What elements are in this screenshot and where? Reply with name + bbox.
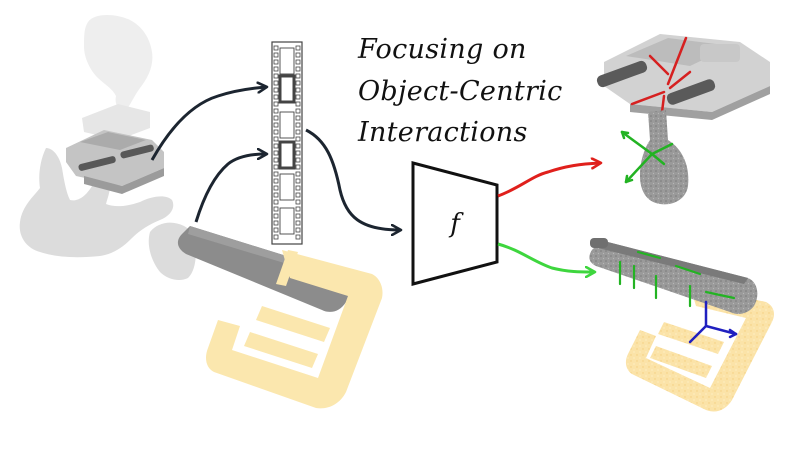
film-frame: [279, 173, 295, 201]
right-rack: [625, 286, 774, 412]
film-sprocket: [273, 164, 279, 170]
film-sprocket: [295, 52, 301, 58]
film-sprocket: [273, 234, 279, 240]
ghost-hand-upper: [84, 15, 153, 111]
film-sprocket: [295, 59, 301, 65]
left-rack: [206, 250, 383, 409]
film-sprocket: [273, 66, 279, 72]
film-sprocket: [273, 101, 279, 107]
right-bottle: [640, 110, 689, 205]
film-sprocket: [273, 185, 279, 191]
title-line-3: Interactions: [358, 117, 528, 148]
right-tool: [589, 238, 758, 314]
film-sprocket: [295, 185, 301, 191]
film-sprocket: [295, 80, 301, 86]
film-sprocket: [273, 143, 279, 149]
arrow-tool-to-film: [194, 154, 266, 223]
arrow-red-output: [497, 163, 600, 198]
film-sprocket: [273, 108, 279, 114]
arrow-green-output: [497, 242, 594, 272]
film-sprocket: [273, 227, 279, 233]
film-sprocket: [273, 122, 279, 128]
film-sprocket: [273, 87, 279, 93]
film-sprocket: [295, 143, 301, 149]
blue-axes-icon: [688, 300, 738, 344]
film-sprocket: [273, 171, 279, 177]
film-sprocket: [273, 157, 279, 163]
film-sprocket: [273, 94, 279, 100]
film-sprocket: [295, 178, 301, 184]
film-sprocket: [295, 101, 301, 107]
film-sprocket: [273, 59, 279, 65]
film-frame-highlighted: [278, 74, 296, 104]
left-scene: [19, 15, 383, 409]
film-sprocket: [273, 129, 279, 135]
left-hand: [19, 148, 174, 258]
film-strip: [271, 41, 303, 245]
title-line-1: Focusing on: [358, 34, 527, 65]
film-frame-highlighted: [278, 140, 296, 170]
film-sprocket: [273, 192, 279, 198]
film-sprocket: [295, 115, 301, 121]
film-sprocket: [295, 192, 301, 198]
function-block: f: [411, 161, 499, 286]
left-tool: [177, 226, 349, 312]
film-sprocket: [295, 73, 301, 79]
film-sprocket: [295, 234, 301, 240]
ghost-device: [82, 104, 150, 140]
film-frame: [279, 207, 295, 235]
right-top-scene: [596, 34, 770, 205]
function-trapezoid: [411, 161, 499, 286]
film-sprocket: [273, 80, 279, 86]
film-sprocket: [273, 52, 279, 58]
green-axes-icon: [620, 130, 674, 184]
film-sprocket: [295, 66, 301, 72]
film-sprocket: [273, 199, 279, 205]
title-line-2: Object-Centric: [358, 76, 563, 107]
film-sprocket: [273, 136, 279, 142]
film-sprocket: [295, 45, 301, 51]
film-sprocket: [273, 73, 279, 79]
film-sprocket: [295, 220, 301, 226]
green-axes-tool-icon: [618, 250, 736, 308]
film-sprocket: [295, 122, 301, 128]
film-frame: [279, 111, 295, 139]
film-sprocket: [295, 227, 301, 233]
film-sprocket: [295, 129, 301, 135]
film-sprocket: [295, 164, 301, 170]
film-sprocket: [295, 87, 301, 93]
film-sprocket: [273, 220, 279, 226]
right-bottom-scene: [589, 238, 774, 412]
film-sprocket: [273, 206, 279, 212]
film-sprocket: [273, 115, 279, 121]
film-sprocket: [295, 199, 301, 205]
film-sprocket: [273, 45, 279, 51]
film-sprocket: [295, 206, 301, 212]
left-device: [66, 130, 164, 194]
film-sprocket: [295, 94, 301, 100]
film-sprocket: [295, 150, 301, 156]
film-sprocket: [273, 213, 279, 219]
arrow-device-to-film: [150, 87, 266, 161]
film-sprocket: [295, 157, 301, 163]
film-sprocket: [273, 178, 279, 184]
film-sprocket: [295, 213, 301, 219]
film-frame: [279, 47, 295, 75]
film-sprocket: [295, 171, 301, 177]
film-sprocket: [273, 150, 279, 156]
film-sprocket: [295, 136, 301, 142]
arrow-film-to-function: [305, 128, 400, 230]
film-sprocket: [295, 108, 301, 114]
